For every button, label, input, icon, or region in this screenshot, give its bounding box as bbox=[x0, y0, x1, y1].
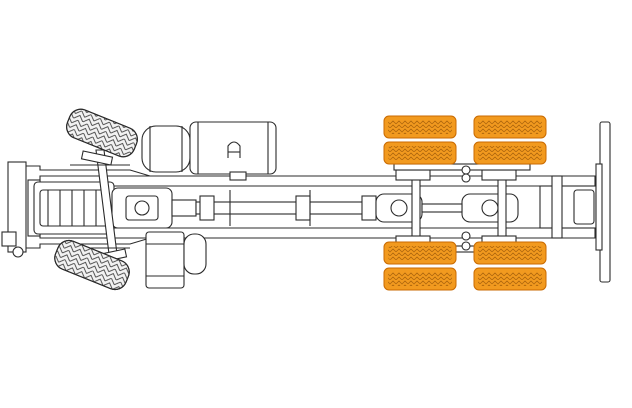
fuel-tank bbox=[189, 121, 277, 181]
battery-box bbox=[145, 231, 207, 289]
rear-tire bbox=[473, 141, 547, 165]
front-tire-bottom bbox=[54, 239, 130, 291]
rear-tire bbox=[473, 267, 547, 291]
front-tire-top bbox=[66, 108, 138, 158]
rear-axle-1 bbox=[375, 153, 431, 263]
rear-tire bbox=[383, 267, 457, 291]
drive-shaft bbox=[195, 190, 377, 226]
transmission bbox=[111, 187, 197, 229]
rear-tire bbox=[383, 241, 457, 265]
rear-tire bbox=[383, 115, 457, 139]
rear-crossmember bbox=[539, 175, 597, 239]
rear-dual-wheels bbox=[383, 115, 547, 291]
rear-axle-2 bbox=[421, 153, 519, 263]
rear-bumper bbox=[595, 121, 611, 283]
engine bbox=[33, 181, 115, 235]
rear-tire bbox=[383, 141, 457, 165]
air-tank bbox=[141, 125, 191, 173]
rear-tire bbox=[473, 241, 547, 265]
rear-tire bbox=[473, 115, 547, 139]
